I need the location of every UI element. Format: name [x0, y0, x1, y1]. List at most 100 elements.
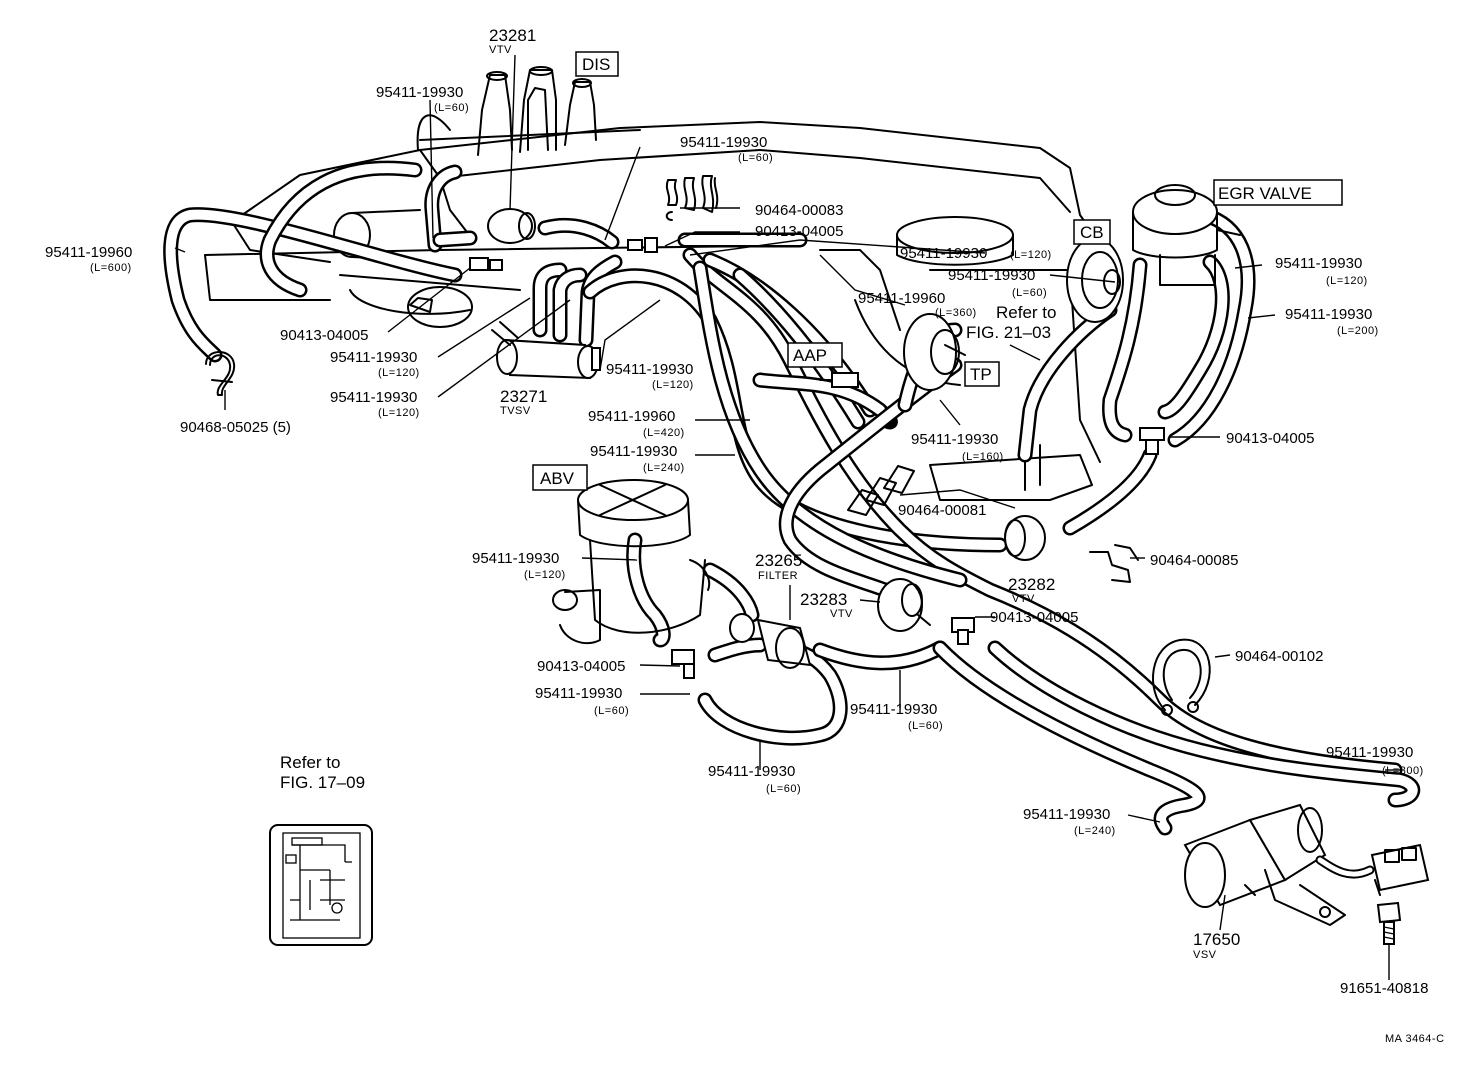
bolt-91651 [1376, 901, 1402, 945]
hose-label-240: 95411-19930 [590, 443, 677, 460]
bolt-label-91651: 91651-40818 [1340, 980, 1428, 997]
clip-90468 [205, 351, 236, 396]
abv-box [532, 464, 588, 491]
labels: 23281 VTV DIS 95411-19930 (L=60) 95411-1… [45, 26, 1445, 1045]
t-joint-1 [627, 237, 658, 253]
clips-90464-00081 [847, 465, 915, 516]
hose-length-600: (L=600) [90, 262, 132, 274]
part-17650-number: 17650 [1193, 930, 1240, 949]
clips-90464-00083 [665, 175, 719, 221]
refer-fig-21-line2[interactable]: FIG. 21–03 [966, 323, 1051, 342]
part-23281-number: 23281 [489, 26, 536, 45]
drawing-code: MA 3464-C [1385, 1033, 1445, 1045]
hose-label-filter-60: 95411-19930 [850, 701, 937, 718]
hose-length-egr-200: (L=200) [1337, 325, 1379, 337]
hose-label-tvsv-1: 95411-19930 [330, 349, 417, 366]
part-23283-type: VTV [830, 608, 853, 620]
distributor [416, 66, 641, 156]
hose-label-360: 95411-19960 [858, 290, 945, 307]
hose-length-tvsv-1: (L=120) [378, 367, 420, 379]
tjoint-label-1: 90413-04005 [755, 223, 843, 240]
leader-lines [174, 99, 1400, 980]
hose-length-egr-120: (L=120) [1326, 275, 1368, 287]
hose-label-abv-60: 95411-19930 [535, 685, 622, 702]
vtv-23282 [1004, 515, 1046, 561]
hose-length-filter-60: (L=60) [908, 720, 943, 732]
hose-label-tvsv-3: 95411-19930 [606, 361, 693, 378]
hose-label-egr-200: 95411-19930 [1285, 306, 1372, 323]
cb-label: CB [1080, 223, 1104, 242]
part-23282-type: VTV [1012, 593, 1035, 605]
hose-length-tvsv-3: (L=120) [652, 379, 694, 391]
vtv-23281 [487, 54, 536, 244]
tjoint-label-23283: 90413-04005 [990, 609, 1078, 626]
aap-label: AAP [793, 346, 827, 365]
part-23271-type: TVSV [500, 405, 531, 417]
refer-fig-17-line1: Refer to [280, 753, 340, 772]
dis-label: DIS [582, 55, 610, 74]
hose-length-360: (L=360) [935, 307, 977, 319]
hose-length-420: (L=420) [643, 427, 685, 439]
hose-label-1: 95411-19930 [376, 84, 463, 101]
t-joint-abv [671, 649, 695, 679]
vsv-17650 [1183, 803, 1346, 926]
hose-length-300: (L=300) [1382, 765, 1424, 777]
aap-component [819, 372, 859, 388]
clamp-label-90464-00102: 90464-00102 [1235, 648, 1323, 665]
hose-label-300: 95411-19930 [1326, 744, 1413, 761]
connector [1370, 843, 1430, 896]
tp-component [903, 313, 966, 391]
hose-length-cb: (L=60) [1012, 287, 1047, 299]
hose-label-cb: 95411-19930 [948, 267, 1035, 284]
t-joint-right [1139, 427, 1165, 455]
vsv-wire [1315, 855, 1375, 879]
refer-fig-17-line2[interactable]: FIG. 17–09 [280, 773, 365, 792]
egr-label: EGR VALVE [1218, 184, 1312, 203]
hose-length-abv-60: (L=60) [594, 705, 629, 717]
hose-length-bottom-60: (L=60) [766, 783, 801, 795]
clamp-90464-00102 [1152, 638, 1211, 716]
part-23265-type: FILTER [758, 570, 798, 582]
hose-length-tvsv-2: (L=120) [378, 407, 420, 419]
egr-valve [1132, 184, 1241, 286]
hose-label-tvsv-2: 95411-19930 [330, 389, 417, 406]
hose-label-abv-120: 95411-19930 [472, 550, 559, 567]
part-23282-number: 23282 [1008, 575, 1055, 594]
t-joint-2 [469, 257, 503, 271]
t-joint-23283 [951, 617, 975, 645]
hose-length-2: (L=60) [738, 152, 773, 164]
part-17650-type: VSV [1193, 949, 1217, 961]
abv-component [552, 479, 710, 645]
cb-box [1073, 219, 1111, 245]
clip-label-90468: 90468-05025 (5) [180, 419, 291, 436]
tp-box [964, 361, 1000, 387]
clip-label-90464-00083: 90464-00083 [755, 202, 843, 219]
hose-label-160: 95411-19930 [911, 431, 998, 448]
part-23265-number: 23265 [755, 551, 802, 570]
filter-23265 [729, 613, 812, 669]
aap-box [787, 342, 843, 368]
dis-box [575, 51, 619, 77]
hose-label-420: 95411-19960 [588, 408, 675, 425]
refer-fig-21-line1: Refer to [996, 303, 1056, 322]
hose-length-vsv-240: (L=240) [1074, 825, 1116, 837]
tp-label: TP [970, 365, 992, 384]
hose-label-600: 95411-19960 [45, 244, 132, 261]
hose-length-240: (L=240) [643, 462, 685, 474]
tjoint-label-2: 90413-04005 [280, 327, 368, 344]
clip-label-90464-00081: 90464-00081 [898, 502, 986, 519]
vacuum-hoses [163, 160, 1420, 836]
fig-17-09-thumbnail[interactable] [269, 824, 373, 946]
tvsv-23271 [491, 321, 601, 380]
hose-length-1: (L=60) [434, 102, 469, 114]
hose-label-2: 95411-19930 [680, 134, 767, 151]
throttle-body [929, 444, 1093, 501]
clip-90464-00085 [1089, 544, 1139, 583]
hose-label-120-top: 95411-19930 [900, 245, 987, 262]
abv-label: ABV [540, 469, 575, 488]
clip-label-90464-00085: 90464-00085 [1150, 552, 1238, 569]
hose-length-160: (L=160) [962, 451, 1004, 463]
hose-label-egr-120: 95411-19930 [1275, 255, 1362, 272]
